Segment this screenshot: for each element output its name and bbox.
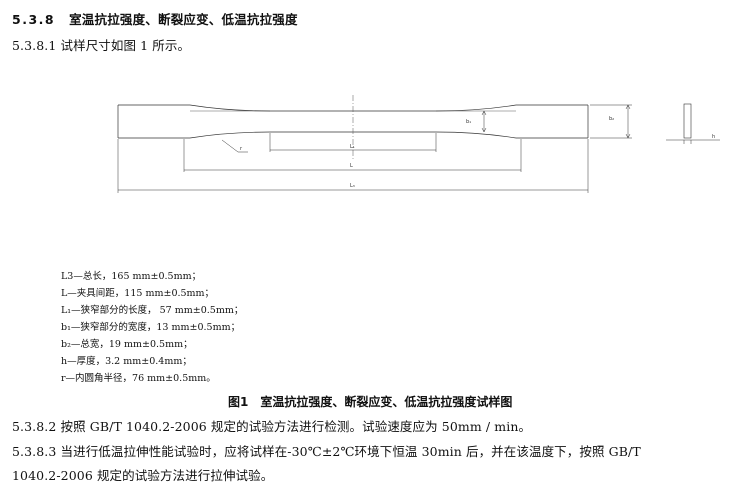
l3-label: L₃ [350, 183, 355, 189]
figure-caption: 图1 室温抗拉强度、断裂应变、低温抗拉强度试样图 [228, 393, 512, 410]
paragraph-5-3-8-3-line-1: 5.3.8.3 当进行低温拉伸性能试验时，应将试样在-30℃±2℃环境下恒温 3… [12, 444, 641, 459]
h-label: h [712, 134, 715, 140]
l1-dimension [269, 133, 437, 152]
paragraph-5-3-8-2: 5.3.8.2 按照 GB/T 1040.2-2006 规定的试验方法进行检测。… [12, 419, 532, 434]
b2-label: b₂ [609, 116, 614, 122]
paragraph-5-3-8-1: 5.3.8.1 试样尺寸如图 1 所示。 [12, 38, 191, 53]
section-number: 5.3.8 [12, 12, 56, 27]
legend-item-h: h—厚度，3.2 mm±0.4mm； [61, 356, 192, 367]
section-heading: 5.3.8 室温抗拉强度、断裂应变、低温抗拉强度 [12, 9, 298, 28]
r-leader [221, 139, 239, 153]
legend-item-l: L—夹具间距，115 mm±0.5mm； [61, 288, 215, 299]
figure-title: 室温抗拉强度、断裂应变、低温抗拉强度试样图 [260, 395, 513, 409]
dimension-legend: L3—总长，165 mm±0.5mm； L—夹具间距，115 mm±0.5mm；… [61, 268, 243, 387]
legend-item-r: r—内圆角半径，76 mm±0.5mm。 [61, 373, 216, 384]
l-dimension [183, 139, 522, 172]
r-label: r [240, 146, 243, 152]
l1-label: L₁ [350, 144, 355, 150]
b2-dimension [590, 104, 632, 139]
b1-dimension [481, 110, 487, 133]
l3-dimension [117, 139, 589, 193]
figure-number: 图1 [228, 395, 249, 409]
legend-item-b1: b₁—狭窄部分的宽度，13 mm±0.5mm； [61, 322, 241, 333]
b1-label: b₁ [466, 119, 471, 125]
specimen-outline [117, 104, 589, 139]
legend-item-l3: L3—总长，165 mm±0.5mm； [61, 271, 202, 282]
legend-item-b2: b₂—总宽，19 mm±0.5mm； [61, 339, 193, 350]
side-view [666, 103, 720, 144]
paragraph-5-3-8-3-line-2: 1040.2-2006 规定的试验方法进行拉伸试验。 [12, 468, 274, 483]
legend-item-l1: L₁—狭窄部分的长度， 57 mm±0.5mm； [61, 305, 244, 316]
section-title: 室温抗拉强度、断裂应变、低温抗拉强度 [69, 12, 298, 27]
l-label: L [350, 163, 353, 169]
